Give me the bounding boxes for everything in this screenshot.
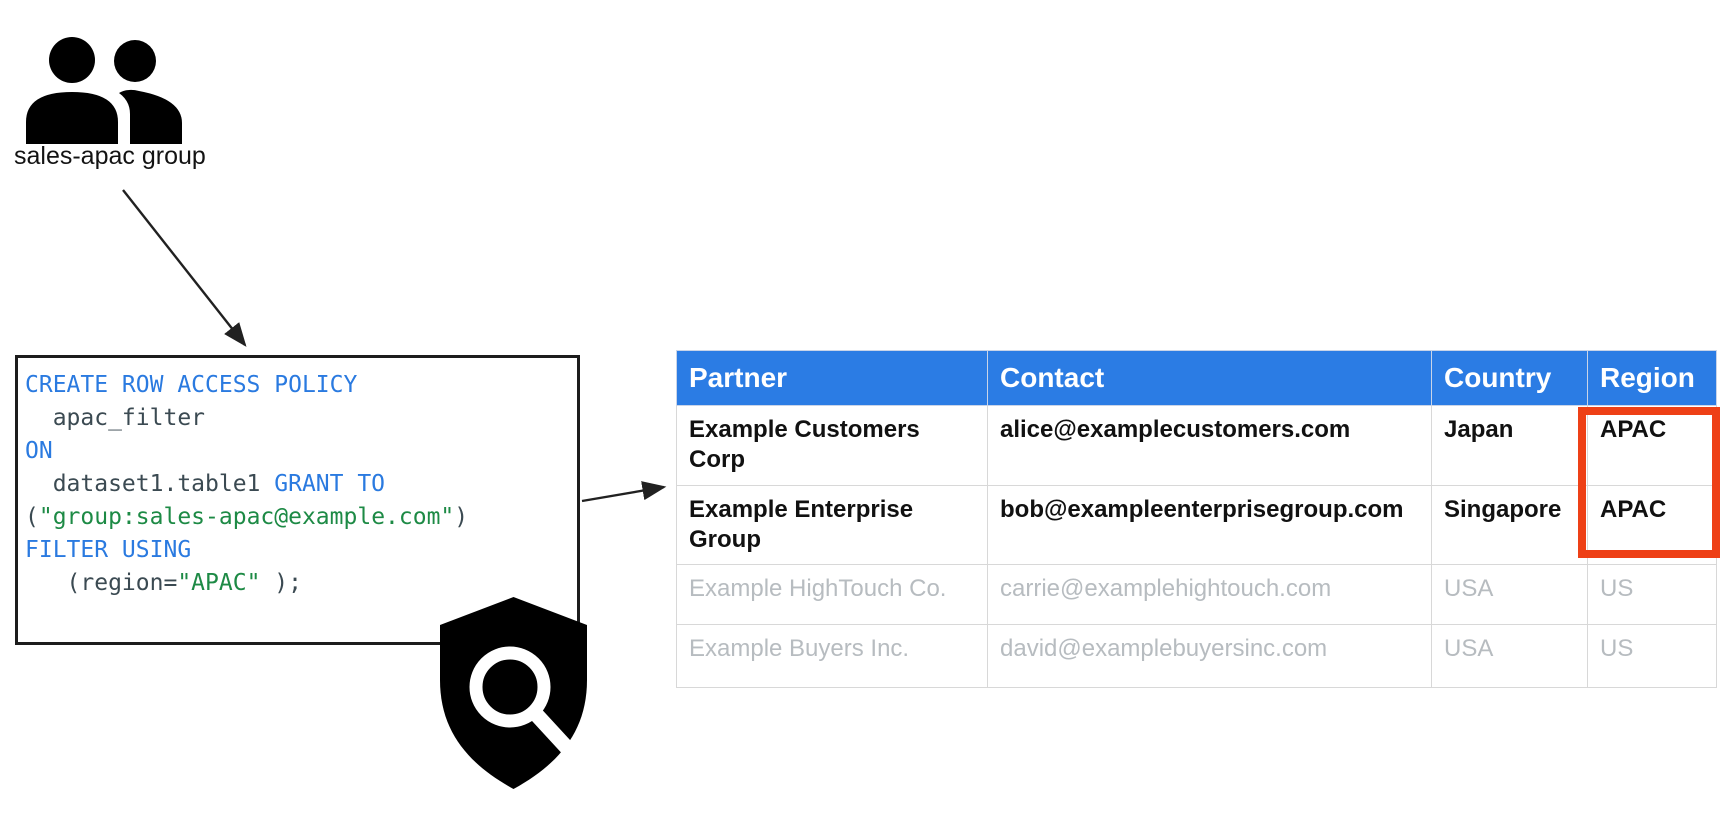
- code-token-str: "APAC": [177, 570, 261, 596]
- table-cell: USA: [1431, 623, 1588, 688]
- table-row: Example HighTouch Co.carrie@examplehight…: [676, 563, 1717, 625]
- code-token-id: );: [260, 570, 302, 596]
- security-shield-icon: [440, 597, 587, 789]
- table-cell: USA: [1431, 563, 1588, 625]
- column-header-region: Region: [1587, 350, 1717, 406]
- code-token-id: apac_filter: [25, 405, 206, 431]
- code-token-id: (region=: [25, 570, 178, 596]
- code-token-kw: FILTER USING: [25, 537, 192, 563]
- region-highlight-box: [1578, 407, 1720, 558]
- table-cell: Japan: [1431, 405, 1588, 486]
- table-cell: US: [1587, 623, 1717, 688]
- table-cell: bob@exampleenterprisegroup.com: [987, 485, 1432, 565]
- table-cell: carrie@examplehightouch.com: [987, 563, 1432, 625]
- group-label: sales-apac group: [14, 142, 206, 170]
- table-cell: alice@examplecustomers.com: [987, 405, 1432, 486]
- code-line: FILTER USING: [25, 534, 577, 567]
- code-token-id: ): [454, 504, 469, 530]
- table-cell: Singapore: [1431, 485, 1588, 565]
- table-cell: Example Buyers Inc.: [676, 623, 988, 688]
- table-cell: Example Enterprise Group: [676, 485, 988, 565]
- column-header-partner: Partner: [676, 350, 988, 406]
- user-group-icon: [26, 37, 182, 144]
- code-token-id: (: [25, 504, 39, 530]
- column-header-country: Country: [1431, 350, 1588, 406]
- code-line: (region="APAC" );: [25, 567, 577, 600]
- table-cell: US: [1587, 563, 1717, 625]
- code-token-kw: GRANT TO: [274, 471, 386, 497]
- code-token-id: dataset1.table1: [25, 471, 275, 497]
- table-cell: Example HighTouch Co.: [676, 563, 988, 625]
- code-line: CREATE ROW ACCESS POLICY: [25, 369, 577, 402]
- table-cell: david@examplebuyersinc.com: [987, 623, 1432, 688]
- arrow-policy-to-table: [581, 481, 667, 503]
- code-line: ("group:sales-apac@example.com"): [25, 501, 577, 534]
- table-cell: Example Customers Corp: [676, 405, 988, 486]
- column-header-contact: Contact: [987, 350, 1432, 406]
- arrow-group-to-policy: [122, 189, 247, 347]
- code-line: dataset1.table1 GRANT TO: [25, 468, 577, 501]
- table-row: Example Buyers Inc.david@examplebuyersin…: [676, 623, 1717, 688]
- code-line: ON: [25, 435, 577, 468]
- code-token-kw: CREATE ROW ACCESS POLICY: [25, 372, 358, 398]
- code-line: apac_filter: [25, 402, 577, 435]
- code-token-kw: ON: [25, 438, 53, 464]
- table-cell: APAC: [1587, 405, 1717, 486]
- code-token-str: "group:sales-apac@example.com": [38, 504, 455, 530]
